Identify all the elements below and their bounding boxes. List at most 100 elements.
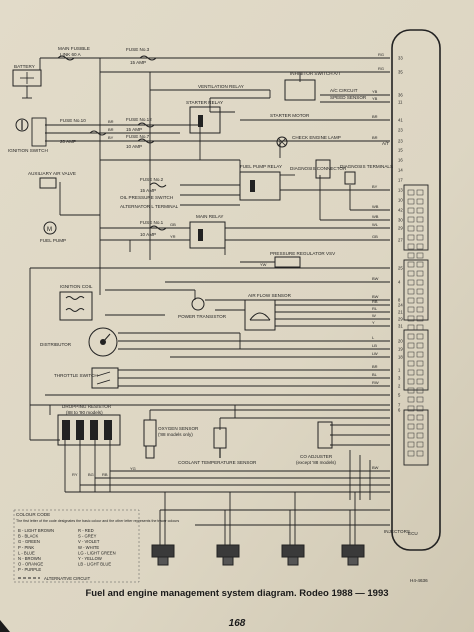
ecu-pin-socket (407, 288, 415, 295)
ecu-pin-number: 21 (398, 310, 403, 315)
colour-code-entry: W - WHITE (78, 545, 99, 550)
wire-code: BR (372, 114, 378, 119)
injector-symbols (151, 544, 365, 566)
ecu-pin-socket (416, 189, 424, 196)
ecu-pin-socket (416, 441, 424, 448)
ecu-pin-number: 33 (398, 56, 403, 61)
label-ventilation-relay: VENTILATION RELAY (198, 84, 244, 89)
wire-code: RG (378, 52, 384, 57)
diagnosis-connector-symbol (315, 159, 331, 179)
ecu-pin-number: 23 (398, 139, 403, 144)
wire-code: BR (372, 135, 378, 140)
label-pressure-regulator: PRESSURE REGULATOR VSV (270, 251, 336, 256)
label-battery: BATTERY (14, 64, 35, 69)
ecu-pin-number: 3 (398, 376, 401, 381)
ecu-pin-number: 31 (398, 324, 403, 329)
ecu-pin-number: 29 (398, 226, 403, 231)
battery-symbol (12, 69, 42, 99)
ecu-pin-number: 7 (398, 403, 401, 408)
ecu-pin-number: 27 (398, 238, 403, 243)
ecu-pin-socket (416, 378, 424, 385)
wire-code: YG (130, 466, 136, 471)
label-alternator: ALTERNATOR L TERMINAL (120, 204, 179, 209)
ecu-pin-socket (407, 405, 415, 412)
label-fuse1: FUSE No.1 (140, 220, 164, 225)
ecu-pin-socket (416, 225, 424, 232)
label-coolant-sensor: COOLANT TEMPERATURE SENSOR (178, 460, 257, 465)
label-ac-circuit: A/C CIRCUIT (330, 88, 358, 93)
ecu-pin-number: 25 (398, 266, 403, 271)
label-throttle-switch: THROTTLE SWITCH (54, 373, 98, 378)
ecu-connector (391, 29, 441, 551)
wire-code: YW (260, 262, 267, 267)
ecu-pin-number: 11 (398, 100, 403, 105)
ecu-pin-socket (416, 423, 424, 430)
label-power-transistor: POWER TRANSISTOR (178, 314, 227, 319)
wire-code: BR (372, 364, 378, 369)
label-co-note: (except '88 models) (296, 460, 336, 465)
label-fuse7: FUSE No.7 (126, 134, 150, 139)
colour-code-entry: P - PURPLE (18, 567, 41, 572)
ecu-pin-number: 42 (398, 208, 403, 213)
ecu-pin-socket (407, 234, 415, 241)
ecu-pin-socket (407, 225, 415, 232)
label-ignition-coil: IGNITION COIL (60, 284, 93, 289)
ecu-pin-number: 19 (398, 347, 403, 352)
ecu-pin-socket (407, 396, 415, 403)
colour-code-entry: L - BLUE (18, 550, 35, 555)
wire-code: LB (372, 343, 377, 348)
ecu-pin-socket (416, 288, 424, 295)
label-inhibitor: INHIBITOR SWITCH A/T (290, 71, 341, 76)
diagnosis-terminals-symbol (344, 171, 356, 185)
ecu-pin-number: 1 (398, 368, 401, 373)
ecu-pin-socket (407, 378, 415, 385)
ecu-pin-socket (407, 306, 415, 313)
co-adjuster-symbol (317, 421, 333, 449)
ecu-pin-socket (407, 216, 415, 223)
wire-code: BR (108, 119, 114, 124)
label-fuse12-amp: 15 AMP (126, 127, 142, 132)
label-main-fusible: MAIN FUSIBLE (58, 46, 90, 51)
ecu-pin-socket (416, 405, 424, 412)
label-fuel-pump-relay: FUEL PUMP RELAY (240, 164, 282, 169)
ecu-pin-socket (407, 198, 415, 205)
colour-code-entry: R - RED (78, 528, 94, 533)
label-diagnosis-connector: DIAGNOSIS CONNECTOR (290, 166, 347, 171)
label-distributor: DISTRIBUTOR (40, 342, 72, 347)
aux-air-valve-symbol (39, 177, 57, 189)
svg-text:M: M (47, 227, 52, 233)
label-fuse10: FUSE No.10 (60, 118, 86, 123)
relay-symbols (189, 79, 316, 249)
wire-code: BY (108, 135, 114, 140)
label-link: LINK 60 A (60, 52, 82, 57)
wire-code: L (372, 335, 375, 340)
check-engine-lamp-symbol (276, 136, 288, 148)
ecu-pin-socket (407, 369, 415, 376)
ecu-pin-number: 30 (398, 218, 403, 223)
colour-code-entry: P - PINK (18, 545, 34, 550)
ecu-pin-number: 29 (398, 317, 403, 322)
colour-code-legend: COLOUR CODE The first letter of the code… (16, 512, 179, 581)
colour-code-box (13, 509, 140, 583)
ecu-pin-number: 15 (398, 148, 403, 153)
wire-code: W (372, 313, 376, 318)
ecu-pin-socket (416, 243, 424, 250)
ecu-pin-number: 6 (398, 408, 401, 413)
wire-code: YR (170, 234, 176, 239)
ecu-pin-number: 36 (398, 93, 403, 98)
ecu-pin-socket (407, 441, 415, 448)
ecu-pin-number: 4 (398, 280, 401, 285)
wire-code: BL (372, 372, 378, 377)
ecu-pin-socket (416, 270, 424, 277)
colour-code-entry: S - GREY (78, 534, 97, 539)
wire-code-labels: RGRGYBYBBRBRBRBRBYBYWBWBWLGBGBYRYWBWBWRB… (72, 52, 384, 477)
ecu-pin-number: 14 (398, 168, 403, 173)
label-diagnosis-terminals: DIAGNOSIS TERMINALS (340, 164, 393, 169)
wire-code: WB (372, 214, 379, 219)
colour-code-entry: B - BLACK (18, 534, 38, 539)
ignition-coil-symbol (59, 291, 93, 321)
ecu-pin-socket (407, 432, 415, 439)
